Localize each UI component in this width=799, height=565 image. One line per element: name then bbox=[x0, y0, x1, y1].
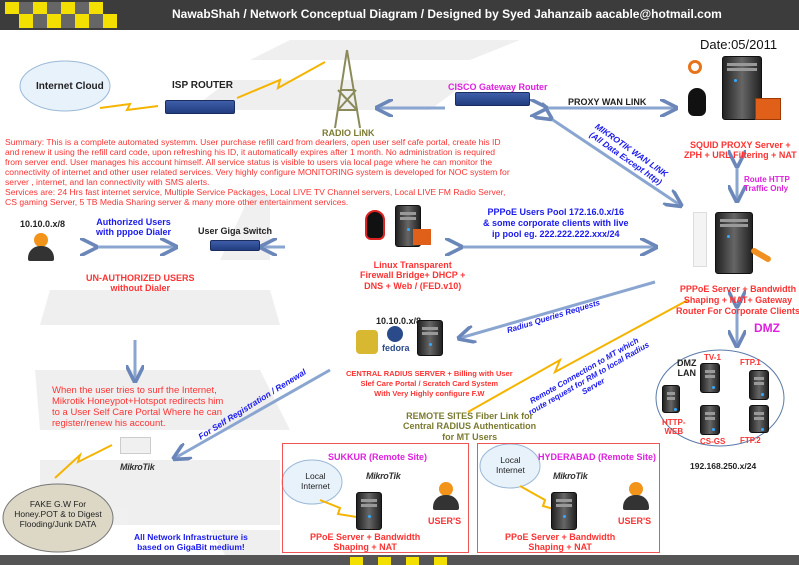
user-subnet-label: 10.10.0.x/8 bbox=[20, 219, 66, 229]
fedora-label: fedora bbox=[382, 343, 410, 353]
linux-firewall-penguin-icon bbox=[365, 210, 385, 240]
remote-site-title: SUKKUR (Remote Site) bbox=[328, 452, 428, 462]
squid-proxy-label: SQUID PROXY Server +ZPH + URL Filtering … bbox=[684, 140, 797, 161]
internet-cloud-label: Internet Cloud bbox=[36, 81, 104, 92]
ftp2-server-icon bbox=[749, 405, 769, 433]
internet-cloud-shape bbox=[19, 60, 111, 112]
footer-bar bbox=[0, 555, 799, 565]
giga-switch-icon bbox=[210, 240, 260, 251]
pppoe-server-icon bbox=[715, 212, 753, 274]
users-label: USER'S bbox=[618, 516, 652, 526]
remote-server-icon bbox=[356, 492, 382, 530]
radio-link-label: RADIO LiNK bbox=[322, 128, 375, 138]
fedora-icon bbox=[387, 326, 403, 342]
linux-penguin-icon bbox=[688, 88, 706, 116]
date-label: Date:05/2011 bbox=[700, 37, 778, 52]
dmz-server-http-web-label: HTTP-WEB bbox=[662, 418, 686, 437]
cs-gs-server-icon bbox=[700, 405, 720, 435]
radius-server-label: CENTRAL RADIUS SERVER + Billing with Use… bbox=[346, 369, 513, 398]
checker-pattern bbox=[5, 2, 117, 28]
isp-router-label: ISP ROUTER bbox=[172, 80, 233, 91]
radius-subnet-label: 10.10.0.x/8 bbox=[376, 316, 422, 326]
mikrotik-logo-vertical bbox=[693, 212, 707, 267]
pppoe-pool-label: PPPoE Users Pool 172.16.0.x/16& some cor… bbox=[483, 207, 629, 239]
diagram-title: NawabShah / Network Conceptual Diagram /… bbox=[172, 7, 722, 21]
tv1-server-icon bbox=[700, 363, 720, 393]
honeypot-router-icon bbox=[120, 437, 151, 454]
radio-tower-icon bbox=[334, 49, 361, 129]
dmz-server-csgs-label: CS-GS bbox=[700, 437, 726, 446]
dmz-server-ftp2-label: FTP.2 bbox=[740, 436, 761, 445]
fake-gw-cloud-shape bbox=[2, 483, 114, 553]
dmz-server-ftp1-label: FTP.1 bbox=[740, 358, 761, 367]
radius-server-icon bbox=[417, 320, 443, 356]
cisco-router-label: CISCO Gateway Router bbox=[448, 82, 548, 92]
link-arrows bbox=[95, 108, 737, 458]
users-avatar-icon bbox=[623, 482, 649, 510]
dmz-server-tv1-label: TV-1 bbox=[704, 353, 721, 362]
footer-squares bbox=[350, 557, 447, 565]
dmz-subnet-label: 192.168.250.x/24 bbox=[690, 461, 757, 471]
giga-switch-label: User Giga Switch bbox=[198, 226, 273, 236]
remote-site-title: HYDERABAD (Remote Site) bbox=[538, 452, 657, 462]
users-avatar-icon bbox=[433, 482, 459, 510]
dmz-lan-ellipse bbox=[655, 349, 785, 447]
hyderabad-cloud-shape bbox=[479, 443, 541, 489]
header-bar bbox=[0, 0, 799, 30]
firewall-bricks-icon bbox=[413, 229, 431, 245]
user-avatar-icon bbox=[28, 233, 54, 261]
mikrotik-logo-honeypot: MikroTik bbox=[120, 462, 155, 472]
summary-text: Summary: This is a complete automated sy… bbox=[5, 137, 510, 207]
mikrotik-logo: MikroTik bbox=[553, 471, 588, 481]
remote-server-icon bbox=[551, 492, 577, 530]
isp-router-icon bbox=[165, 100, 235, 114]
cisco-router-icon bbox=[455, 92, 530, 106]
firewall-icon bbox=[755, 98, 781, 120]
http-web-server-icon bbox=[662, 385, 680, 413]
users-label: USER'S bbox=[428, 516, 462, 526]
mikrotik-logo: MikroTik bbox=[366, 471, 401, 481]
honeypot-description: When the user tries to surf the Internet… bbox=[52, 385, 224, 429]
dmz-label: DMZ bbox=[754, 321, 780, 335]
ftp1-server-icon bbox=[749, 370, 769, 400]
lock-icon bbox=[356, 330, 378, 354]
ubuntu-icon bbox=[688, 60, 702, 74]
proxy-wan-link-label: PROXY WAN LINK bbox=[568, 97, 647, 107]
